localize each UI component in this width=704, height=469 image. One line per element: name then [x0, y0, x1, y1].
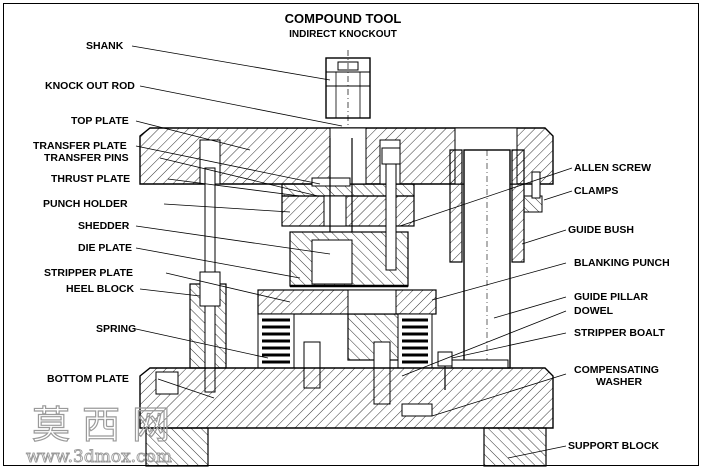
- clamps: [523, 171, 543, 213]
- diagram-title: COMPOUND TOOL: [285, 11, 402, 26]
- diagram-border: [3, 3, 699, 466]
- diagram-subtitle: INDIRECT KNOCKOUT: [289, 29, 397, 40]
- leader-lines-right: [399, 167, 573, 459]
- label-knock-out-rod: KNOCK OUT ROD: [45, 80, 135, 92]
- blanking-punch: [347, 313, 407, 361]
- label-thrust-plate: THRUST PLATE: [51, 173, 130, 185]
- label-top-plate: TOP PLATE: [71, 115, 129, 127]
- label-bottom-plate: BOTTOM PLATE: [47, 373, 129, 385]
- transfer-pins: [329, 138, 353, 232]
- stripper-plate: [257, 289, 437, 315]
- label-compensating: COMPENSATING: [574, 364, 659, 376]
- label-support-block: SUPPORT BLOCK: [568, 440, 659, 452]
- label-stripper-plate: STRIPPER PLATE: [44, 267, 133, 279]
- label-dowel: DOWEL: [574, 305, 614, 317]
- label-blanking-punch: BLANKING PUNCH: [574, 257, 670, 269]
- bottom-plate: [139, 367, 554, 429]
- transfer-plate: [311, 177, 351, 187]
- label-clamps: CLAMPS: [574, 185, 618, 197]
- watermark-chinese: 莫 西 网: [32, 403, 170, 447]
- label-washer: WASHER: [596, 376, 643, 388]
- guide-pillar: [463, 149, 511, 369]
- compensating-washer: [451, 359, 509, 369]
- label-guide-bush: GUIDE BUSH: [568, 224, 634, 236]
- label-spring: SPRING: [96, 323, 136, 335]
- label-punch-holder: PUNCH HOLDER: [43, 198, 128, 210]
- label-shedder: SHEDDER: [78, 220, 130, 232]
- shank: [325, 50, 371, 140]
- watermark-url: www.3dmox.com: [26, 447, 172, 467]
- label-guide-pillar: GUIDE PILLAR: [574, 291, 649, 303]
- stripper-spring: [397, 313, 433, 369]
- guide-bush: [449, 149, 525, 263]
- label-allen-screw: ALLEN SCREW: [574, 162, 651, 174]
- label-transfer-plate: TRANSFER PLATE: [33, 140, 127, 152]
- leader-lines-left: [131, 45, 343, 399]
- support-block: [145, 427, 547, 467]
- label-die-plate: DIE PLATE: [78, 242, 132, 254]
- guide-rod-left: [199, 167, 221, 393]
- label-shank: SHANK: [86, 40, 124, 52]
- label-heel-block: HEEL BLOCK: [66, 283, 134, 295]
- label-transfer-pins: TRANSFER PINS: [44, 152, 129, 164]
- spring: [257, 313, 295, 369]
- label-stripper-boalt: STRIPPER BOALT: [574, 327, 665, 339]
- allen-screw: [381, 147, 401, 271]
